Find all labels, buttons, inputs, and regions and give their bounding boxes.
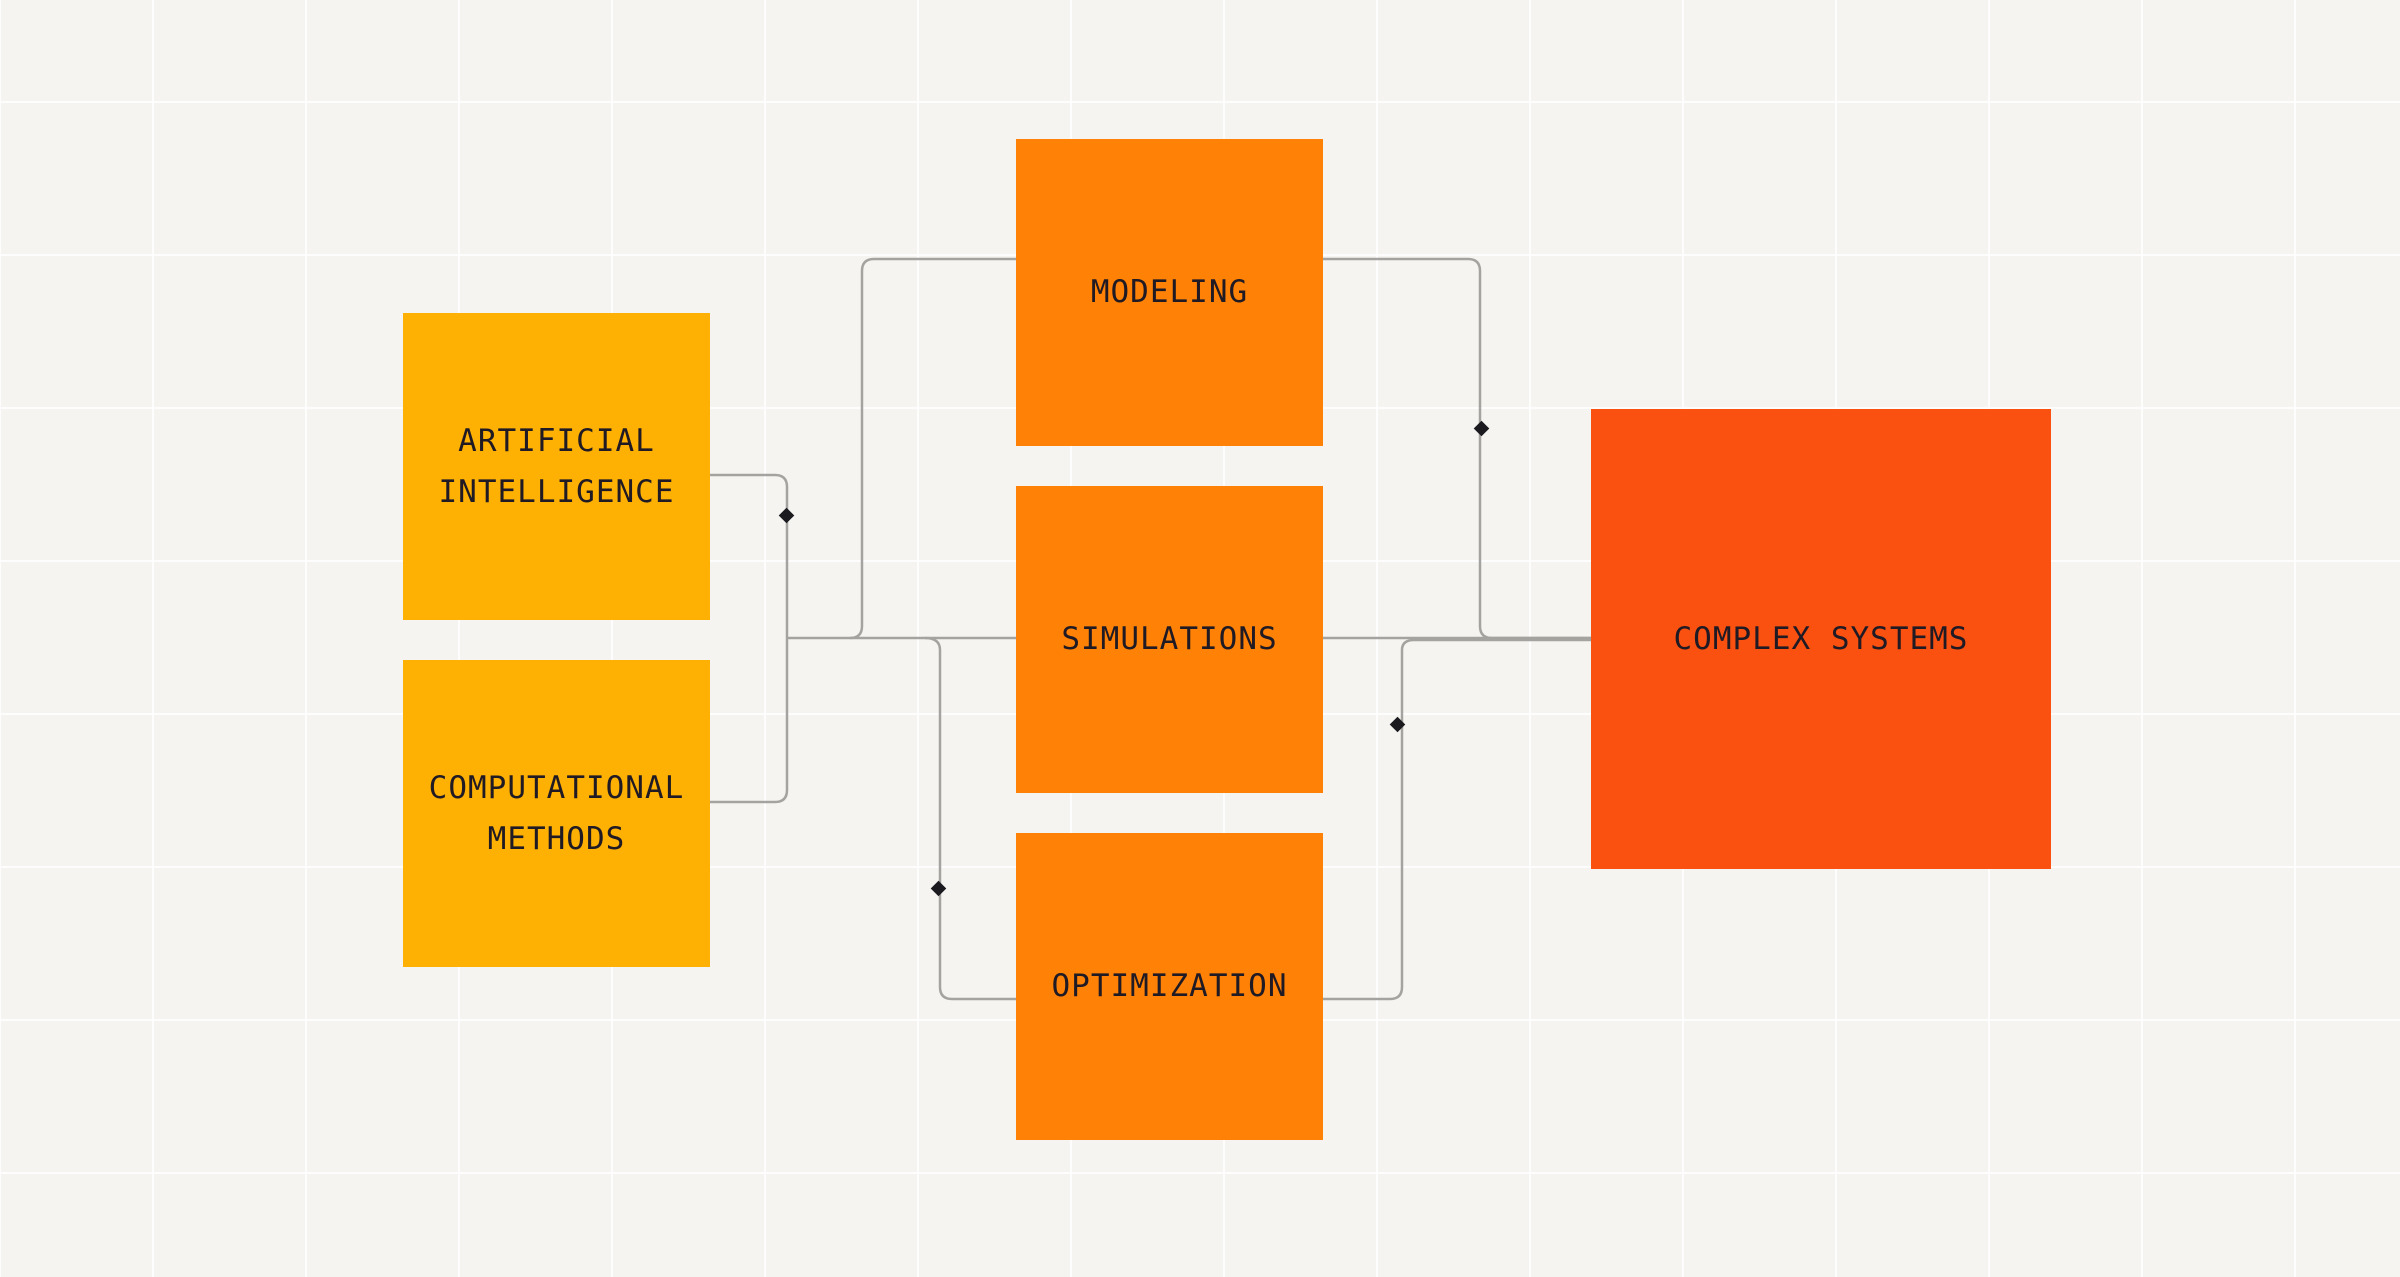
node-label: OPTIMIZATION (1051, 968, 1288, 1004)
connector-marker (1389, 716, 1406, 733)
node-artificial-intelligence: ARTIFICIAL INTELLIGENCE (403, 313, 710, 620)
connector-marker (930, 880, 947, 897)
node-complex-systems: COMPLEX SYSTEMS (1591, 409, 2051, 869)
connector-ai (710, 473, 789, 638)
node-label: COMPLEX SYSTEMS (1673, 620, 1969, 657)
connector-marker (1473, 420, 1490, 437)
node-computational-methods: COMPUTATIONAL METHODS (403, 660, 710, 967)
node-label: ARTIFICIAL INTELLIGENCE (438, 422, 675, 510)
node-label: MODELING (1090, 274, 1249, 310)
connector-cm (710, 638, 789, 804)
node-label: COMPUTATIONAL METHODS (428, 769, 685, 857)
connector-to-optimization (924, 636, 1016, 1001)
node-modeling: MODELING (1016, 139, 1323, 446)
connector-marker (778, 507, 795, 524)
node-simulations: SIMULATIONS (1016, 486, 1323, 793)
connector-optimization-to-complex (1323, 638, 1591, 1001)
node-label: SIMULATIONS (1061, 621, 1278, 657)
connector-to-modeling (849, 257, 1016, 640)
node-optimization: OPTIMIZATION (1016, 833, 1323, 1140)
connector-modeling-to-complex (1323, 257, 1591, 640)
